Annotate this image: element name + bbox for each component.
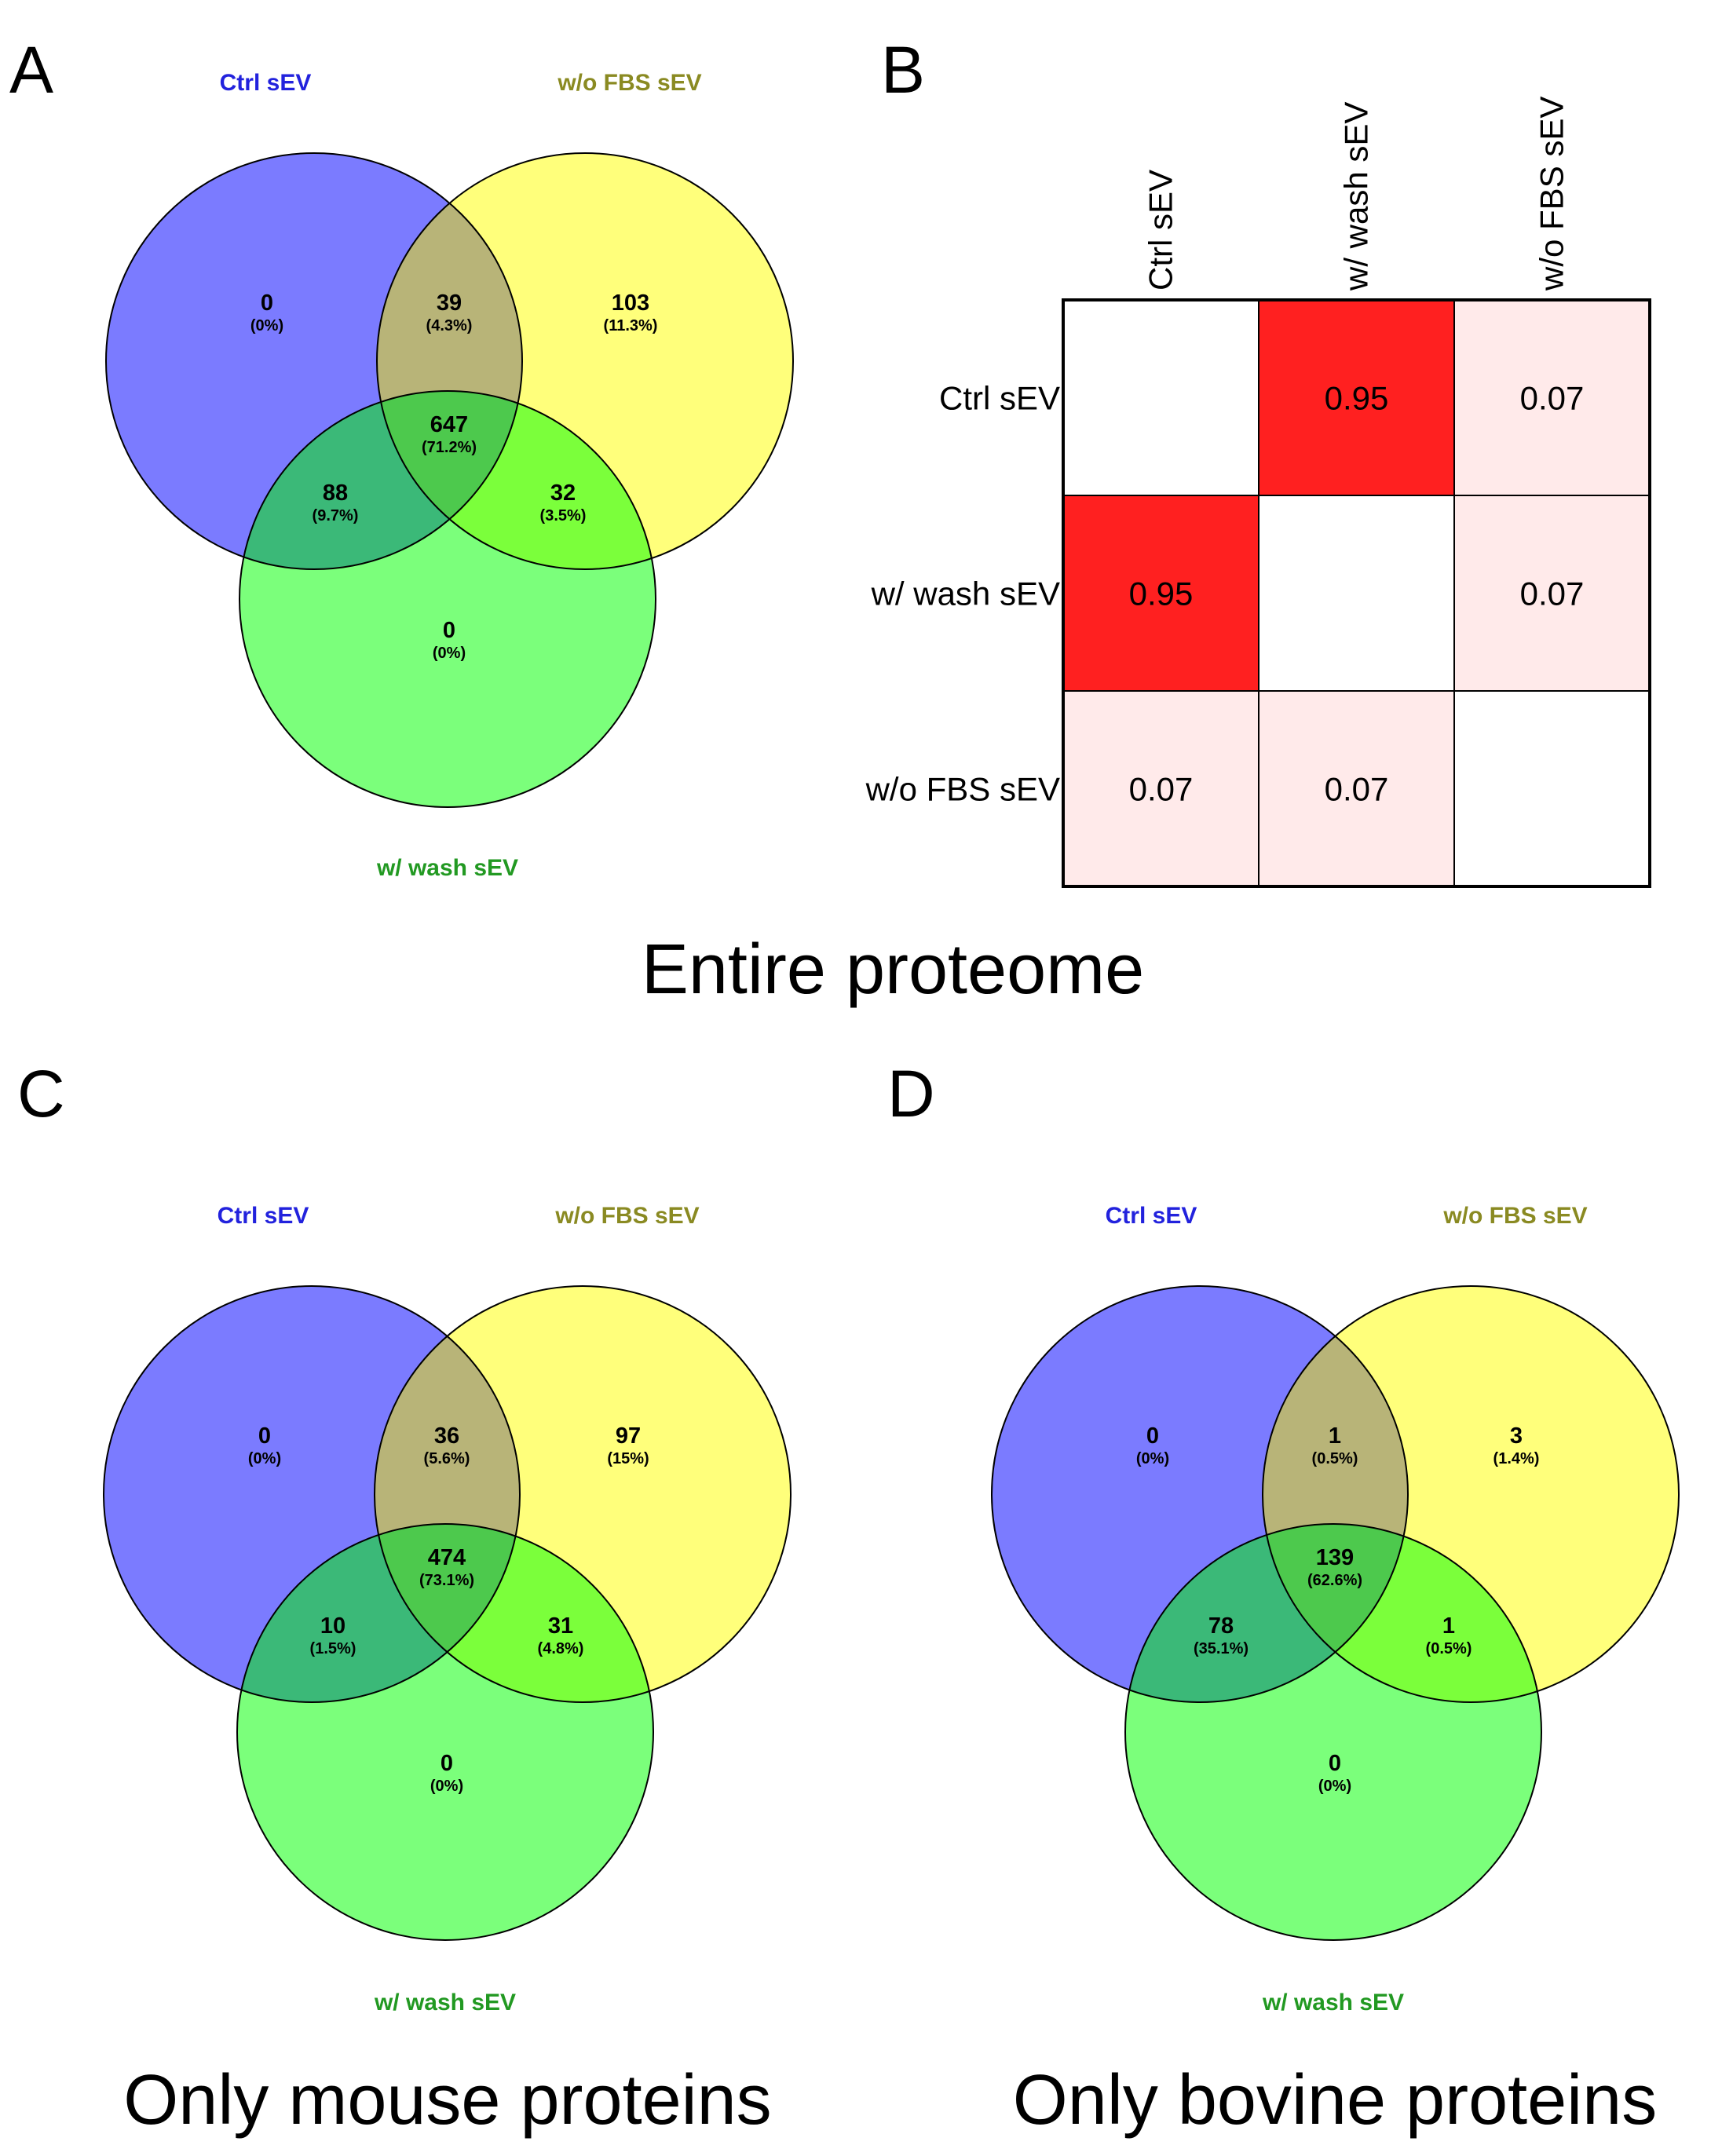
region-percent-wofbs_only: (15%) [607, 1450, 649, 1467]
set-label-wofbs: w/o FBS sEV [557, 70, 701, 96]
region-percent-all: (71.2%) [422, 439, 477, 456]
ctrl-wash-overlap [1125, 1524, 1408, 1702]
circle-outline [376, 152, 794, 570]
wofbs-wash-overlap [377, 391, 656, 569]
region-percent-ctrl_only: (0%) [1136, 1450, 1169, 1467]
similarity-heatmap: 0.95 0.07 0.95 0.07 0.07 0.07 Ctrl sEV w/ wash … [865, 97, 1651, 888]
set-label-ctrl: Ctrl sEV [1106, 1203, 1197, 1229]
wofbs-wash-overlap [1263, 1524, 1541, 1702]
region-count-wofbs_only: 97 [616, 1423, 641, 1449]
circle-outline [374, 1285, 792, 1703]
region-percent-ctrl_wash: (1.5%) [310, 1640, 356, 1657]
heatmap-cell [1062, 690, 1259, 887]
circle-outline [105, 152, 523, 570]
region-percent-wash_only: (0%) [1318, 1778, 1351, 1795]
region-percent-ctrl_wofbs: (4.3%) [426, 317, 473, 334]
region-count-wofbs_wash: 31 [548, 1613, 573, 1639]
heatmap-cell [1453, 495, 1651, 692]
circle-outline [239, 390, 656, 808]
heatmap-cell [1062, 495, 1259, 692]
caption-mouse-proteins: Only mouse proteins [123, 2061, 771, 2140]
set-label-ctrl: Ctrl sEV [220, 70, 312, 96]
heatmap-border [1062, 298, 1651, 888]
heatmap-column-label: Ctrl sEV [1142, 170, 1179, 291]
wofbs-wash-overlap [375, 1524, 653, 1702]
region-percent-ctrl_wash: (35.1%) [1194, 1640, 1249, 1657]
set-label-wash: w/ wash sEV [1262, 1990, 1404, 2015]
region-percent-ctrl_only: (0%) [250, 317, 283, 334]
panel-letter-c: C [17, 1057, 65, 1131]
circle-outline [1262, 1285, 1680, 1703]
heatmap-cell-value: 0.95 [1129, 576, 1194, 612]
region-count-all: 474 [428, 1545, 466, 1570]
region-count-all: 647 [430, 412, 468, 437]
heatmap-cell [1258, 495, 1455, 692]
heatmap-column-label: w/o FBS sEV [1534, 97, 1570, 291]
heatmap-cell [1258, 299, 1455, 496]
region-percent-wash_only: (0%) [433, 645, 466, 662]
region-count-wofbs_only: 103 [612, 291, 649, 316]
region-count-wash_only: 0 [441, 1751, 453, 1776]
region-percent-wofbs_only: (11.3%) [604, 317, 658, 334]
region-count-ctrl_wash: 88 [323, 481, 348, 506]
region-percent-ctrl_wash: (9.7%) [313, 507, 359, 524]
heatmap-row-label: w/o FBS sEV [865, 771, 1060, 808]
region-percent-wofbs_wash: (3.5%) [540, 507, 587, 524]
panel-letter-d: D [887, 1057, 935, 1131]
heatmap-cell [1453, 690, 1651, 887]
region-percent-wofbs_wash: (4.8%) [538, 1640, 584, 1657]
region-percent-all: (73.1%) [419, 1572, 474, 1589]
region-percent-ctrl_only: (0%) [248, 1450, 281, 1467]
heatmap-cell-value: 0.07 [1520, 380, 1585, 417]
circle-outline [103, 1285, 521, 1703]
region-percent-all: (62.6%) [1307, 1572, 1362, 1589]
panel-letter-b: B [881, 33, 925, 107]
region-percent-wofbs_wash: (0.5%) [1426, 1640, 1472, 1657]
set-label-wash: w/ wash sEV [376, 855, 518, 881]
circle-outline [991, 1285, 1409, 1703]
region-count-ctrl_wash: 78 [1208, 1613, 1234, 1639]
region-count-ctrl_wofbs: 39 [437, 291, 462, 316]
region-count-ctrl_wofbs: 36 [434, 1423, 459, 1449]
panel-letter-a: A [9, 33, 53, 107]
circle-outline [1124, 1523, 1542, 1941]
set-label-wofbs: w/o FBS sEV [554, 1203, 699, 1229]
heatmap-cell-value: 0.95 [1325, 380, 1389, 417]
set-label-wofbs: w/o FBS sEV [1442, 1203, 1587, 1229]
heatmap-cell-value: 0.07 [1520, 576, 1585, 612]
region-count-wash_only: 0 [443, 618, 455, 643]
region-percent-wofbs_only: (1.4%) [1493, 1450, 1540, 1467]
region-count-ctrl_only: 0 [261, 291, 273, 316]
region-percent-ctrl_wofbs: (5.6%) [424, 1450, 470, 1467]
region-count-ctrl_wofbs: 1 [1329, 1423, 1341, 1449]
region-percent-wash_only: (0%) [430, 1778, 463, 1795]
region-count-ctrl_wash: 10 [320, 1613, 345, 1639]
ctrl-wash-overlap [237, 1524, 520, 1702]
caption-bovine-proteins: Only bovine proteins [1013, 2061, 1657, 2140]
circle-outline [236, 1523, 654, 1941]
region-percent-ctrl_wofbs: (0.5%) [1312, 1450, 1358, 1467]
region-count-wofbs_wash: 32 [550, 481, 576, 506]
heatmap-cell-value: 0.07 [1325, 771, 1389, 808]
caption-entire-proteome: Entire proteome [642, 930, 1144, 1009]
region-count-ctrl_only: 0 [258, 1423, 271, 1449]
heatmap-cell [1062, 299, 1259, 496]
ctrl-wash-overlap [239, 391, 522, 569]
region-count-wofbs_only: 3 [1510, 1423, 1523, 1449]
heatmap-column-label: w/ wash sEV [1338, 102, 1375, 291]
region-count-wofbs_wash: 1 [1442, 1613, 1455, 1639]
region-count-ctrl_only: 0 [1146, 1423, 1159, 1449]
heatmap-cell-value: 0.07 [1129, 771, 1194, 808]
region-count-all: 139 [1316, 1545, 1354, 1570]
heatmap-row-label: Ctrl sEV [939, 380, 1060, 417]
set-label-ctrl: Ctrl sEV [218, 1203, 309, 1229]
set-label-wash: w/ wash sEV [374, 1990, 516, 2015]
region-count-wash_only: 0 [1329, 1751, 1341, 1776]
heatmap-row-label: w/ wash sEV [871, 576, 1060, 612]
